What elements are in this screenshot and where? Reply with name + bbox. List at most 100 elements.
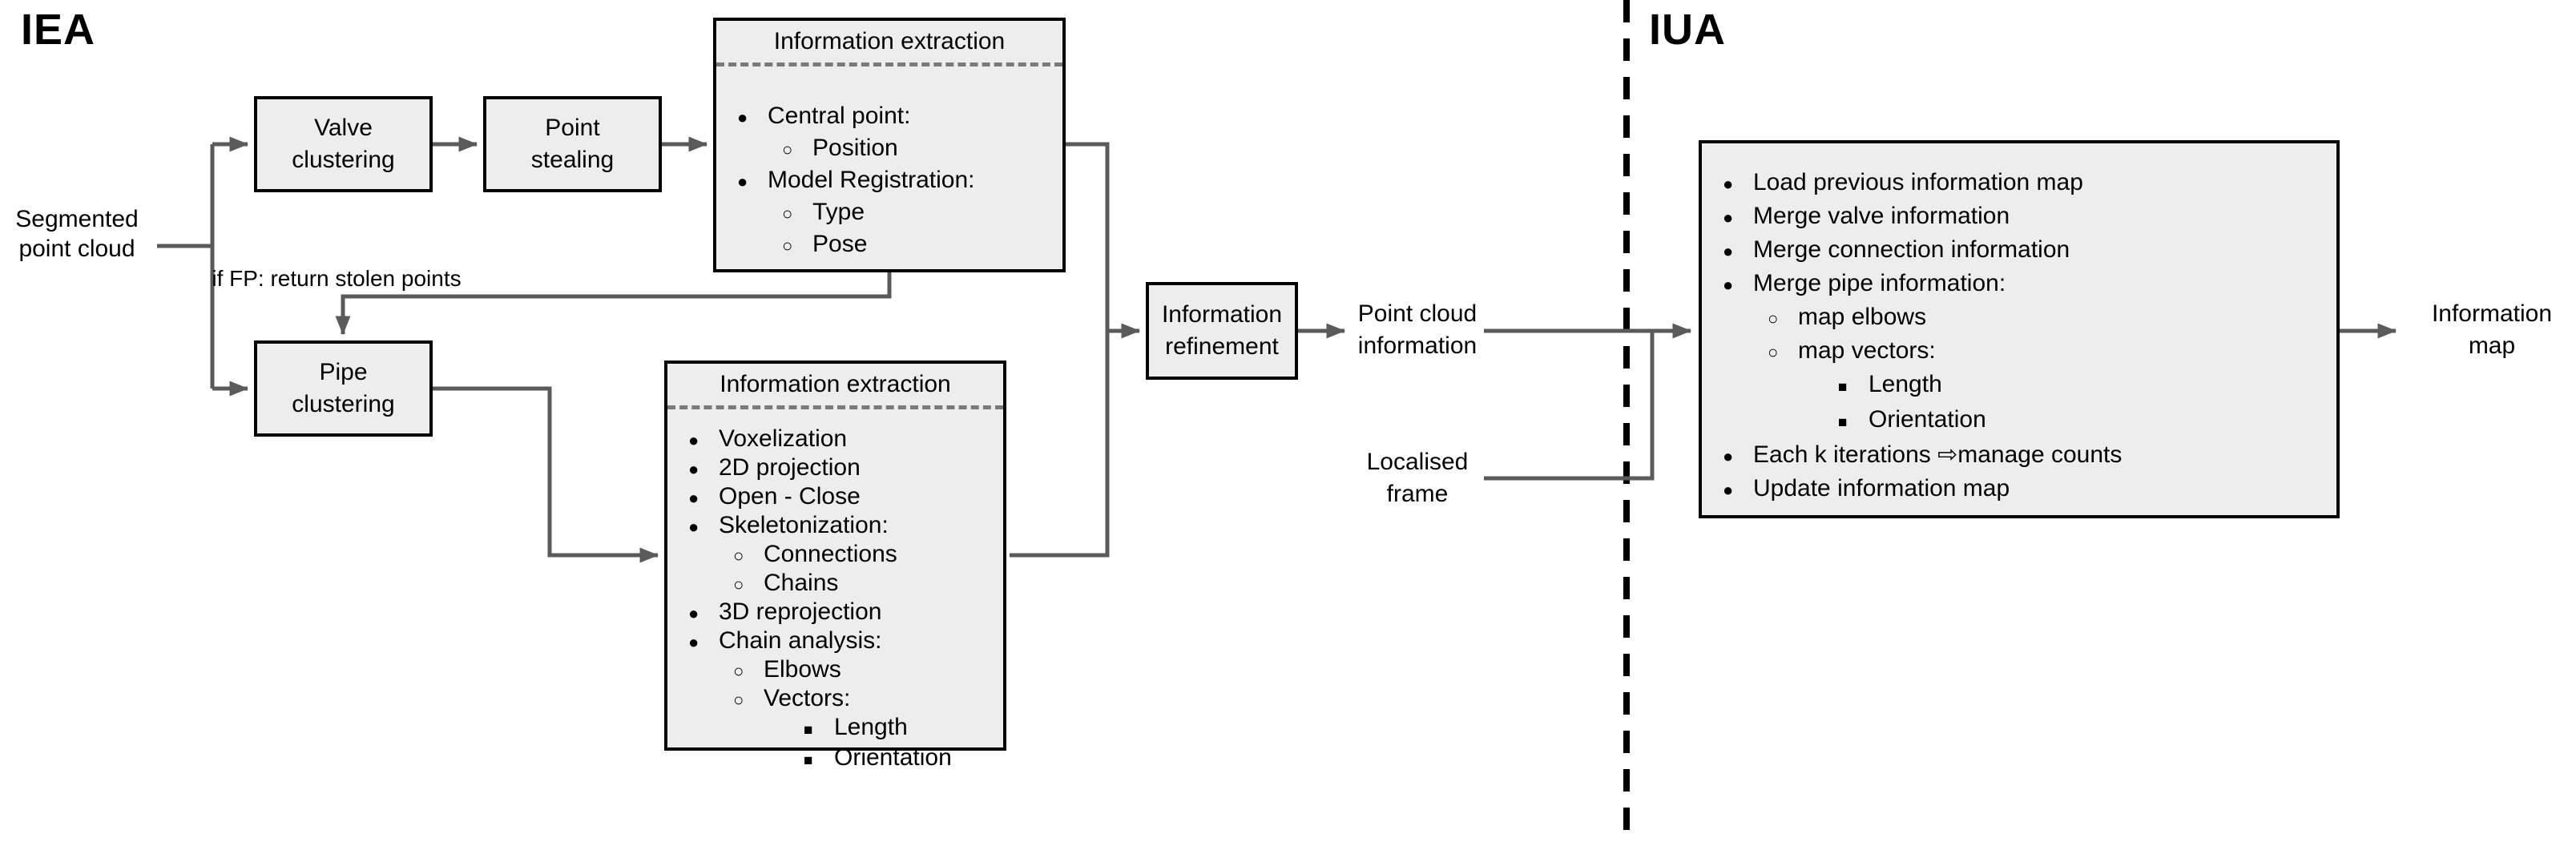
list-item: ■ Length: [1838, 369, 2336, 404]
bullet-disc-icon: ●: [1723, 446, 1734, 466]
list-item: ○ map elbows: [1768, 301, 2336, 335]
list-item: ● Central point:: [737, 101, 1062, 133]
bullet-disc-icon: ●: [688, 459, 699, 479]
list-item-text: Model Registration:: [768, 167, 975, 193]
bullet-disc-icon: ●: [737, 171, 748, 191]
panel-pipe-information-extraction: Information extraction ● Voxelization ● 2D …: [664, 361, 1006, 771]
list-item: ● Chain analysis:: [688, 627, 1003, 656]
bullet-disc-icon: ●: [1723, 241, 1734, 261]
list-item-text: Connections: [764, 541, 897, 567]
valve-extraction-bullet-list: ● Central point: ○ Position ● Model Registrat…: [716, 101, 1062, 261]
bullet-disc-icon: ●: [688, 430, 699, 450]
list-item-text: Chain analysis:: [719, 627, 882, 654]
list-item-text: map vectors:: [1798, 337, 1936, 364]
panel-iua-process: ●Load previous information map●Merge val…: [1699, 140, 2340, 518]
list-item-text: Length: [834, 714, 908, 740]
node-point-stealing: Point stealing: [483, 96, 662, 192]
list-item: ■ Length: [804, 714, 1003, 744]
edge-segmented-trunk: [157, 144, 215, 389]
bullet-disc-icon: ●: [688, 517, 699, 537]
list-item: ●Skeletonization:: [688, 512, 1003, 541]
iua-bullet-list: ●Load previous information map●Merge val…: [1702, 167, 2336, 506]
edge-feedback-return-stolen-points: [335, 272, 892, 336]
panel-title: Information extraction: [773, 28, 1006, 54]
list-item-text: Elbows: [764, 656, 841, 683]
list-item: ● Each k iterations ⇨manage counts: [1723, 439, 2336, 473]
list-item: ● Merge pipe information:: [1723, 268, 2336, 301]
list-item-text: Type: [812, 199, 865, 225]
node-information-refinement: Information refinement: [1146, 282, 1298, 380]
list-item: ■ Orientation: [804, 744, 1003, 775]
list-item: ○ Connections: [733, 541, 1003, 570]
list-item-text: Orientation: [834, 744, 952, 771]
label-point-cloud-information: Point cloud information: [1357, 300, 1477, 359]
bullet-circle-icon: ○: [782, 139, 793, 159]
dashed-separator: [716, 62, 1062, 66]
panel-title: Information extraction: [720, 371, 951, 397]
list-item: ■ Orientation: [1838, 404, 2336, 439]
bullet-circle-icon: ○: [733, 546, 744, 566]
section-label-iua: IUA: [1649, 6, 1726, 54]
list-item: ● 3D reprojection: [688, 598, 1003, 627]
edge-pipe-to-extraction: [433, 386, 659, 563]
list-item: ●Load previous information map: [1723, 167, 2336, 200]
list-item: ● Merge connection information: [1723, 234, 2336, 268]
list-item: ● 2D projection: [688, 454, 1003, 483]
bullet-disc-icon: ●: [1723, 174, 1734, 194]
bullet-disc-icon: ●: [688, 603, 699, 623]
pipe-extraction-bullet-list: ● Voxelization ● 2D projection ● Open - Close…: [667, 425, 1003, 775]
list-item-text: Chains: [764, 570, 839, 596]
bullet-disc-icon: ●: [688, 632, 699, 652]
list-item: ○Type: [782, 197, 1062, 229]
list-item-text: Merge pipe information:: [1753, 270, 2006, 296]
bullet-disc-icon: ●: [1723, 275, 1734, 295]
bullet-square-icon: ■: [1838, 379, 1848, 396]
panel-valve-information-extraction: Information extraction ● Central point: ○ P…: [713, 18, 1066, 272]
bullet-disc-icon: ●: [737, 107, 748, 127]
edge-extraction-merge-bus: [1010, 142, 1110, 558]
list-item: ○ map vectors:: [1768, 335, 2336, 369]
list-item: ● Model Registration:: [737, 165, 1062, 197]
node-valve-clustering: Valve clustering: [254, 96, 433, 192]
list-item: ○ Position: [782, 133, 1062, 165]
list-item-text: Vectors:: [764, 685, 851, 711]
list-item-text: 3D reprojection: [719, 598, 882, 625]
bullet-square-icon: ■: [1838, 414, 1848, 431]
list-item-text: Orientation: [1869, 406, 1986, 433]
bullet-disc-icon: ●: [1723, 480, 1734, 500]
list-item-text: Pose: [812, 231, 868, 257]
list-item-text: Position: [812, 135, 898, 161]
bullet-disc-icon: ●: [1723, 207, 1734, 228]
list-item: ○ Chains: [733, 570, 1003, 598]
bullet-square-icon: ■: [804, 722, 813, 739]
label-feedback-if-fp: if FP: return stolen points: [212, 266, 462, 291]
edge-localised-frame-to-iua: [1484, 331, 1655, 481]
list-item-text: Each k iterations ⇨manage counts: [1753, 441, 2122, 468]
list-item-text: Length: [1869, 371, 1942, 397]
list-item: ○Vectors:: [733, 685, 1003, 714]
bullet-circle-icon: ○: [733, 661, 744, 681]
list-item: ● Open - Close: [688, 483, 1003, 512]
label-segmented-point-cloud: Segmented point cloud: [15, 206, 139, 262]
label-localised-frame: Localised frame: [1366, 449, 1469, 507]
bullet-disc-icon: ●: [688, 488, 699, 508]
list-item-text: Open - Close: [719, 483, 861, 510]
bullet-circle-icon: ○: [1768, 308, 1779, 328]
bullet-square-icon: ■: [804, 752, 813, 769]
list-item-text: Voxelization: [719, 425, 848, 452]
list-item-text: Central point:: [768, 103, 911, 129]
list-item-text: Update information map: [1753, 475, 2010, 502]
dashed-separator: [667, 405, 1003, 409]
bullet-circle-icon: ○: [733, 574, 744, 594]
bullet-circle-icon: ○: [1768, 342, 1779, 362]
list-item-text: map elbows: [1798, 304, 1927, 330]
list-item-text: Merge connection information: [1753, 236, 2070, 263]
label-information-map: Information map: [2431, 300, 2553, 359]
list-item: ●Merge valve information: [1723, 200, 2336, 234]
list-item-text: 2D projection: [719, 454, 861, 481]
list-item: ○ Pose: [782, 229, 1062, 261]
bullet-circle-icon: ○: [782, 236, 793, 256]
list-item: ○ Elbows: [733, 656, 1003, 685]
